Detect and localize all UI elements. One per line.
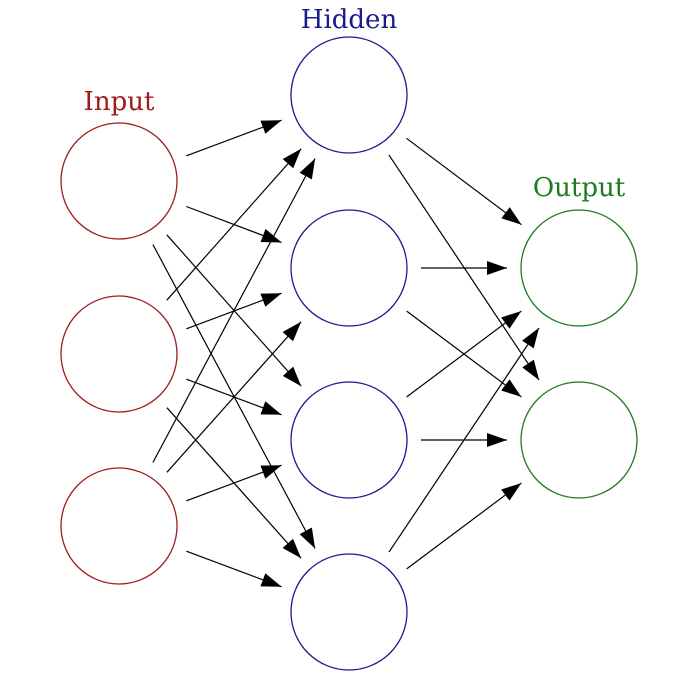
hidden-node-1	[290, 36, 408, 154]
arrow-hidden-3-to-output-1	[406, 310, 522, 398]
hidden-node-3	[290, 381, 408, 499]
arrow-input-3-to-hidden-3	[186, 464, 282, 502]
input-node-1	[60, 122, 178, 240]
hidden-layer: Hidden	[290, 5, 408, 671]
arrow-hidden-4-to-output-1	[388, 327, 540, 553]
arrow-hidden-4-to-output-2	[406, 482, 522, 570]
output-node-2	[520, 381, 638, 499]
arrow-hidden-1-to-output-1	[406, 137, 522, 226]
arrow-input-3-to-hidden-2	[166, 321, 302, 473]
input-layer-label: Input	[84, 87, 155, 117]
input-node-3	[60, 467, 178, 585]
arrow-input-3-to-hidden-1	[152, 158, 316, 463]
input-node-2	[60, 295, 178, 413]
output-layer-label: Output	[533, 173, 626, 203]
output-node-1	[520, 209, 638, 327]
hidden-layer-label: Hidden	[301, 5, 398, 35]
output-layer: Output	[520, 173, 638, 499]
hidden-node-2	[290, 209, 408, 327]
arrow-input-3-to-hidden-4	[186, 550, 282, 588]
input-layer: Input	[60, 87, 178, 585]
connections-group	[152, 119, 540, 588]
hidden-node-4	[290, 553, 408, 671]
arrow-input-1-to-hidden-1	[186, 119, 282, 157]
arrow-input-2-to-hidden-1	[166, 148, 302, 301]
